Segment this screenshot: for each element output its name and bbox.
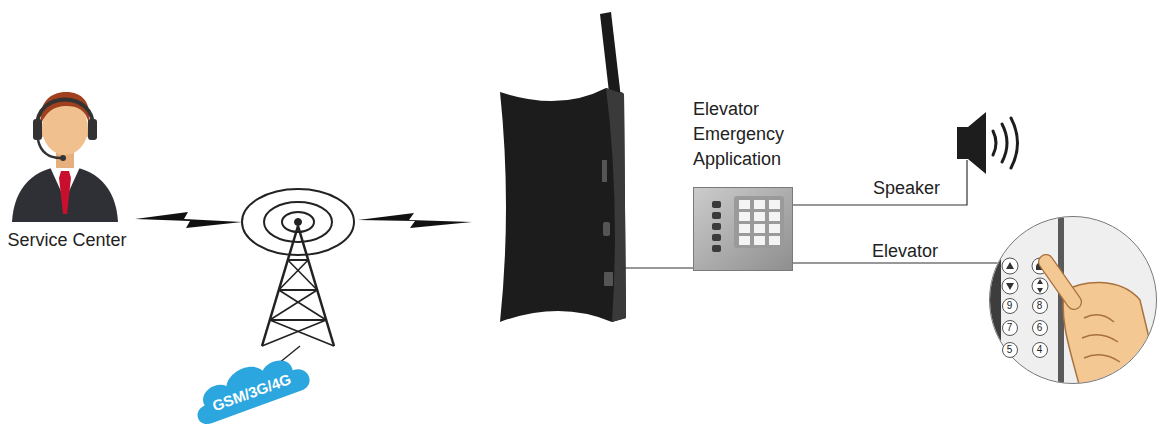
connector-line xyxy=(793,262,998,263)
floor-button-number: 5 xyxy=(1002,342,1018,358)
wire-label: Speaker xyxy=(873,177,940,199)
operator-icon xyxy=(12,92,118,222)
elevator-panel-art xyxy=(985,212,1159,392)
device-box xyxy=(693,187,793,271)
floor-button-number: 8 xyxy=(1032,298,1048,314)
cell-tower xyxy=(242,189,354,372)
floor-button-number: 4 xyxy=(1032,342,1048,358)
floor-button-number: 9 xyxy=(1002,298,1018,314)
speaker-wire xyxy=(793,160,967,205)
device-node: Elevator Emergency Application xyxy=(693,97,813,172)
device-body xyxy=(693,187,793,271)
wire-label: Elevator xyxy=(870,240,940,262)
elevator-panel: 987654 xyxy=(989,216,1157,384)
signal-bolt xyxy=(135,212,242,228)
cloud-outline xyxy=(187,348,312,427)
device-wire xyxy=(622,267,693,268)
signal-bolt xyxy=(358,213,472,228)
speaker-icon xyxy=(957,112,1018,174)
gsm-router xyxy=(500,12,626,322)
device-heading: Elevator Emergency Application xyxy=(693,97,809,172)
cloud-text-holder: GSM/3G/4G xyxy=(184,349,319,434)
floor-button-number: 6 xyxy=(1032,320,1048,336)
operator-label: Service Center xyxy=(4,229,130,251)
network-cloud: GSM/3G/4G xyxy=(181,342,319,435)
network-label: GSM/3G/4G xyxy=(210,370,293,414)
floor-button-number: 7 xyxy=(1002,320,1018,336)
